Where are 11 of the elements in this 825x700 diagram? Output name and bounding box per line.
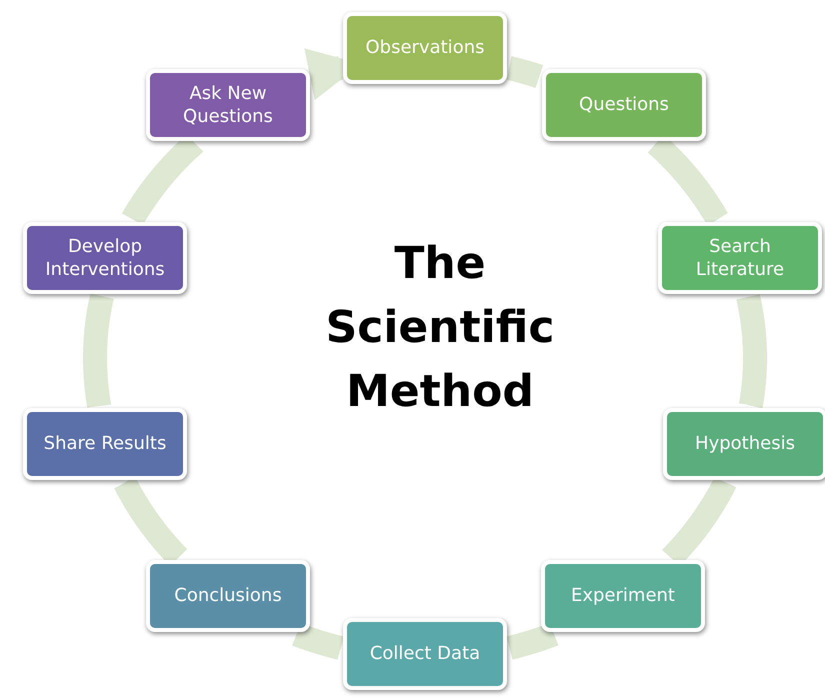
box-label: Observations — [366, 36, 484, 60]
box-label: Develop Interventions — [44, 234, 166, 282]
box-label: Ask New Questions — [182, 82, 274, 128]
box-label: Collect Data — [370, 642, 480, 666]
diagram-title: The Scientific Method — [324, 237, 556, 419]
box-label: Questions — [579, 93, 669, 117]
box-label: Experiment — [570, 584, 675, 608]
box-label: Search Literature — [694, 234, 786, 282]
box-label: Share Results — [44, 432, 166, 456]
box-label: Hypothesis — [695, 432, 795, 456]
box-label: Conclusions — [174, 584, 282, 608]
